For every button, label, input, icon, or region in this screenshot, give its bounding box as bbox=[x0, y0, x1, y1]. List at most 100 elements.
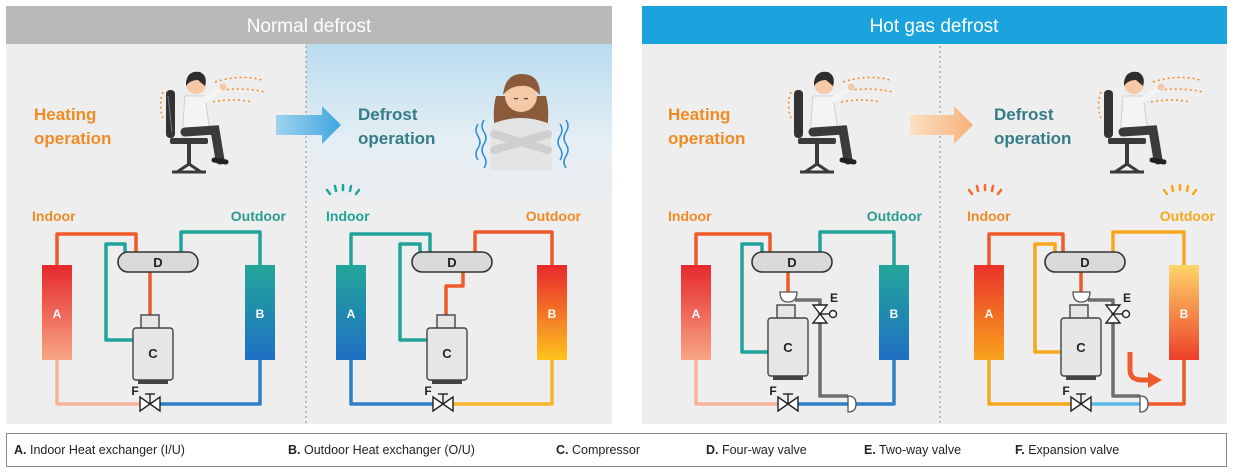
pipe-A-to-F bbox=[55, 360, 140, 406]
label-A: A bbox=[347, 307, 356, 321]
operation-label-line1: Defrost bbox=[994, 105, 1054, 124]
normal-defrost-title: Normal defrost bbox=[247, 16, 372, 37]
heat-exchanger-A bbox=[974, 265, 1004, 360]
heat-exchanger-A bbox=[42, 265, 72, 360]
operation-label-line2: operation bbox=[668, 129, 745, 148]
compressor-C bbox=[767, 304, 809, 380]
heat-exchanger-A bbox=[336, 265, 366, 360]
pipe-compressor-suction bbox=[398, 242, 427, 342]
seated-person-illustration bbox=[159, 71, 266, 174]
outdoor-label: Outdoor bbox=[1160, 208, 1216, 224]
compressor-C bbox=[1060, 304, 1102, 380]
label-D: D bbox=[1080, 255, 1089, 270]
check-valve-icon bbox=[1139, 395, 1149, 413]
pipe-compressor-suction bbox=[104, 242, 133, 342]
label-D: D bbox=[787, 255, 796, 270]
two-way-valve-E bbox=[811, 304, 838, 324]
heat-exchanger-B bbox=[1169, 265, 1199, 360]
four-way-valve-D bbox=[411, 251, 493, 273]
transition-arrow-hot-gas bbox=[910, 106, 973, 144]
seated-person-illustration bbox=[787, 71, 894, 174]
operation-label-line1: Defrost bbox=[358, 105, 418, 124]
label-C: C bbox=[442, 346, 452, 361]
heat-exchanger-B bbox=[879, 265, 909, 360]
legend-item-B: B. Outdoor Heat exchanger (O/U) bbox=[288, 443, 475, 457]
check-valve-icon bbox=[847, 395, 857, 413]
compressor-C bbox=[426, 314, 468, 384]
defrost-sky-bg bbox=[306, 44, 612, 219]
legend-item-F: F. Expansion valve bbox=[1015, 443, 1120, 457]
compressor-C bbox=[132, 314, 174, 384]
hot-gas-defrost-title: Hot gas defrost bbox=[870, 16, 1000, 37]
pipe-A-to-D bbox=[987, 232, 1065, 265]
legend-item-E: E. Two-way valve bbox=[864, 443, 962, 457]
seated-person-illustration bbox=[1097, 71, 1204, 174]
indoor-label: Indoor bbox=[668, 208, 712, 224]
label-D: D bbox=[447, 255, 456, 270]
label-A: A bbox=[985, 307, 994, 321]
label-F: F bbox=[424, 384, 431, 398]
outdoor-label: Outdoor bbox=[867, 208, 923, 224]
label-C: C bbox=[1076, 340, 1086, 355]
heat-exchanger-B bbox=[245, 265, 275, 360]
label-E: E bbox=[1123, 291, 1131, 305]
heat-exchanger-B bbox=[537, 265, 567, 360]
four-way-valve-D bbox=[751, 251, 833, 273]
panel-normal-heating: Heating operation Indoor Outdoor bbox=[32, 71, 287, 413]
transition-arrow-normal bbox=[276, 106, 341, 144]
operation-label-line2: operation bbox=[34, 129, 111, 148]
pipe-D-to-B bbox=[818, 230, 896, 265]
expansion-valve-F bbox=[432, 393, 454, 413]
label-D: D bbox=[153, 255, 162, 270]
panel-hot-gas-heating: Heating operation Indoor Outdoor bbox=[668, 71, 923, 413]
operation-label-line2: operation bbox=[358, 129, 435, 148]
pipe-A-to-F bbox=[987, 360, 1071, 406]
pipe-A-to-F bbox=[349, 360, 433, 406]
pipe-compressor-suction bbox=[740, 242, 772, 354]
pipe-check-to-B bbox=[1148, 360, 1186, 406]
operation-label-line2: operation bbox=[994, 129, 1071, 148]
label-B: B bbox=[1180, 307, 1189, 321]
pipe-F-to-B bbox=[453, 360, 554, 406]
panel-hot-gas-defrost: Defrost operation Indoor Outdoor bbox=[967, 71, 1216, 413]
pipe-A-to-D bbox=[349, 232, 432, 265]
four-way-valve-D bbox=[117, 251, 199, 273]
pipe-A-to-D bbox=[55, 232, 138, 265]
pipe-A-to-D bbox=[694, 232, 772, 265]
label-C: C bbox=[148, 346, 158, 361]
label-A: A bbox=[692, 307, 701, 321]
hot-gas-flow-arrow-icon bbox=[1127, 352, 1162, 388]
hot-gas-defrost-header bbox=[642, 6, 1227, 44]
expansion-valve-F bbox=[1070, 393, 1092, 413]
label-F: F bbox=[1062, 384, 1069, 398]
panel-normal-defrost: Defrost operation Indoor Outdoor bbox=[325, 74, 582, 413]
indoor-label: Indoor bbox=[32, 208, 76, 224]
label-F: F bbox=[131, 384, 138, 398]
label-B: B bbox=[890, 307, 899, 321]
label-E: E bbox=[830, 291, 838, 305]
two-way-valve-E bbox=[1104, 304, 1131, 324]
warm-air-rays-icon-indoor bbox=[967, 183, 1003, 196]
expansion-valve-F bbox=[777, 393, 799, 413]
label-C: C bbox=[783, 340, 793, 355]
label-F: F bbox=[769, 384, 776, 398]
label-A: A bbox=[53, 307, 62, 321]
oil-separator-icon bbox=[1072, 291, 1091, 303]
legend-item-C: C. Compressor bbox=[556, 443, 641, 457]
normal-defrost-header bbox=[6, 6, 612, 44]
pipe-hot-gas-bypass bbox=[1088, 298, 1140, 398]
pipe-F-to-B bbox=[160, 360, 262, 406]
warm-air-rays-icon-outdoor bbox=[1162, 183, 1198, 196]
operation-label-line1: Heating bbox=[34, 105, 96, 124]
legend-bar: A. Indoor Heat exchanger (I/U) B. Outdoo… bbox=[6, 433, 1227, 467]
pipe-D-to-B bbox=[473, 230, 554, 265]
legend-item-D: D. Four-way valve bbox=[706, 443, 807, 457]
cold-person-illustration bbox=[475, 74, 569, 170]
outdoor-label: Outdoor bbox=[526, 208, 582, 224]
pipe-F-to-B bbox=[798, 360, 896, 406]
pipe-A-to-F bbox=[694, 360, 778, 406]
expansion-valve-F bbox=[139, 393, 161, 413]
outdoor-label: Outdoor bbox=[231, 208, 287, 224]
label-B: B bbox=[548, 307, 557, 321]
